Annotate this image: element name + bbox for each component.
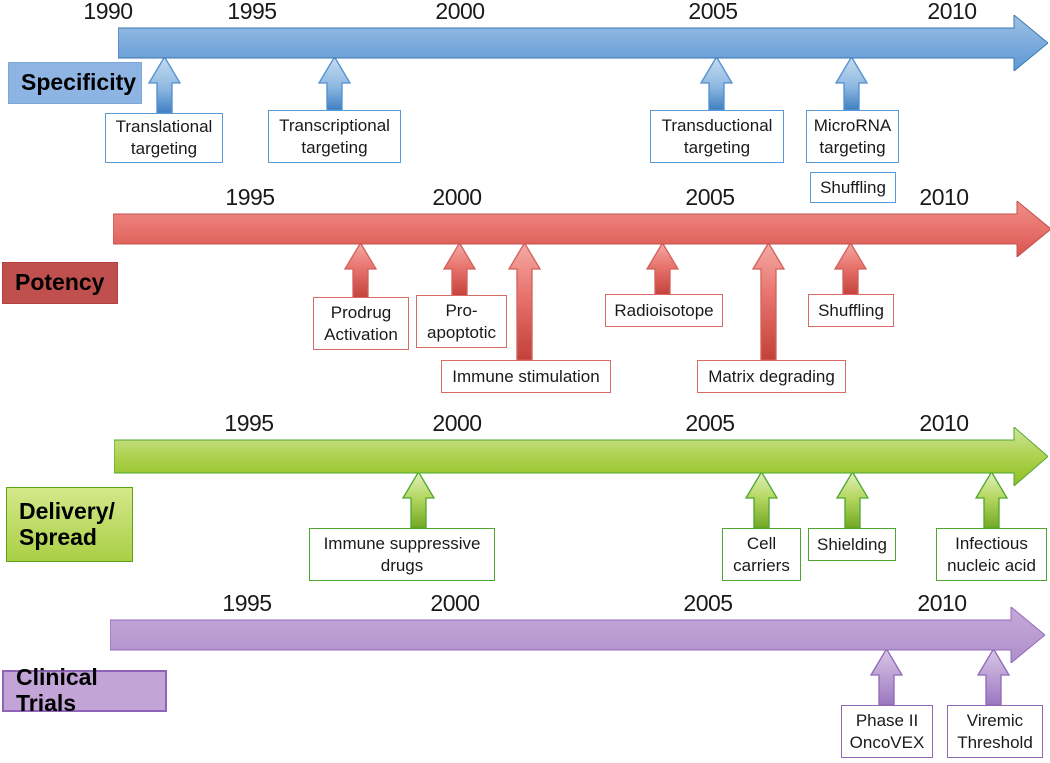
year-label: 1995 [225,184,275,210]
event-box: MicroRNA targeting [806,110,899,163]
event-box: Shuffling [808,294,894,327]
event-box: Radioisotope [605,294,723,327]
year-label: 2010 [927,0,977,24]
year-label: 2010 [919,184,969,210]
year-label: 1995 [224,410,274,436]
year-label: 1990 [83,0,133,24]
event-box: Phase II OncoVEX [841,705,933,758]
year-label: 2000 [430,590,480,616]
callout-arrow-specificity-3 [834,56,868,110]
year-label: 1995 [222,590,272,616]
event-box: Transcriptional targeting [268,110,401,163]
event-box: Pro- apoptotic [416,295,507,348]
timeline-axis-potency [113,201,1050,257]
callout-arrow-delivery-0 [401,471,435,528]
callout-arrow-specificity-2 [699,56,733,110]
year-label: 2000 [432,410,482,436]
callout-arrow-potency-2 [507,242,541,360]
event-box: Immune suppressive drugs [309,528,495,581]
callout-arrow-specificity-0 [147,56,181,113]
callout-arrow-potency-4 [751,242,785,360]
callout-arrow-delivery-1 [744,471,778,528]
callout-arrow-potency-0 [343,242,377,299]
callout-arrow-potency-3 [645,242,679,296]
year-label: 1995 [227,0,277,24]
year-label: 2010 [919,410,969,436]
event-box: Shielding [808,528,896,561]
callout-arrow-potency-5 [833,242,867,296]
timeline-axis-delivery [114,427,1048,486]
callout-arrow-clinical-0 [869,648,903,705]
year-label: 2000 [435,0,485,24]
event-box: Cell carriers [722,528,801,581]
callout-arrow-delivery-2 [835,471,869,528]
event-box: Translational targeting [105,113,223,163]
year-label: 2005 [688,0,738,24]
callout-arrow-clinical-1 [976,648,1010,705]
timeline-axis-clinical [110,607,1045,663]
event-box: Immune stimulation [441,360,611,393]
row-label-clinical: Clinical Trials [2,664,167,716]
callout-arrow-potency-1 [442,242,476,297]
event-box: Matrix degrading [697,360,846,393]
year-label: 2005 [685,410,735,436]
row-label-potency: Potency [2,262,118,304]
year-label: 2000 [432,184,482,210]
callout-arrow-specificity-1 [317,56,351,110]
year-label: 2010 [917,590,967,616]
event-box: Transductional targeting [650,110,784,163]
row-label-specificity: Specificity [8,62,142,104]
event-box: Infectious nucleic acid [936,528,1047,581]
event-box: Prodrug Activation [313,297,409,350]
year-label: 2005 [685,184,735,210]
event-box: Viremic Threshold [947,705,1043,758]
callout-arrow-delivery-3 [974,471,1008,528]
year-label: 2005 [683,590,733,616]
timeline-axis-specificity [118,15,1048,71]
row-label-delivery: Delivery/ Spread [6,487,133,562]
event-box: Shuffling [810,172,896,203]
